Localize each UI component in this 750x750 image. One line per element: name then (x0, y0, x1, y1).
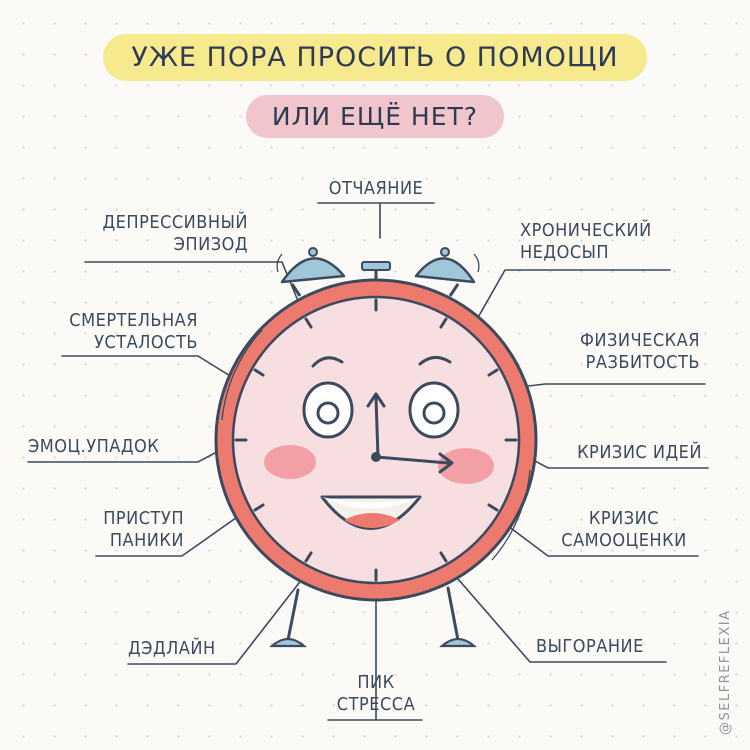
clock-face-character (264, 356, 494, 530)
label-mortal-fatigue: СМЕРТЕЛЬНАЯ УСТАЛОСТЬ (30, 310, 198, 354)
label-panic-attack: ПРИСТУП ПАНИКИ (60, 508, 184, 552)
label-depressive-episode-line1: ДЕПРЕССИВНЫЙ (102, 212, 248, 233)
leader-line-chronic-sleep (471, 269, 671, 329)
leader-line-stress-peak (327, 585, 423, 721)
title-line-1-wrap: УЖЕ ПОРА ПРОСИТЬ О ПОМОЩИ (0, 34, 750, 81)
label-panic-line1: ПРИСТУП (103, 508, 184, 529)
label-depressive-episode-line2: ЭПИЗОД (173, 234, 248, 255)
label-stress-peak-line1: ПИК (357, 672, 395, 693)
label-emotional-decline: ЭМОЦ.УПАДОК (28, 436, 160, 457)
label-self-esteem-line1: КРИЗИС (588, 508, 660, 529)
clock-bells (276, 247, 480, 297)
label-burnout: ВЫГОРАНИЕ (536, 636, 644, 657)
label-deadline: ДЭДЛАЙН (128, 638, 216, 659)
label-stress-peak-line2: СТРЕССА (336, 694, 416, 715)
label-chronic-line2: НЕДОСЫП (520, 242, 610, 263)
title-line-1: УЖЕ ПОРА ПРОСИТЬ О ПОМОЩИ (103, 34, 647, 81)
label-depressive-episode: ДЕПРЕССИВНЫЙ ЭПИЗОД (70, 212, 248, 256)
leader-lines (27, 202, 709, 721)
leader-line-panic-attack (95, 507, 251, 557)
left-cheek (264, 445, 316, 479)
clock-legs (286, 586, 460, 642)
author-credit: @SELFREFLEXIA (718, 609, 733, 736)
leader-line-physical-exhaustion (511, 383, 706, 389)
label-panic-line2: ПАНИКИ (109, 530, 184, 551)
label-physical-line1: ФИЗИЧЕСКАЯ (579, 330, 700, 351)
clock-feet (269, 637, 477, 648)
title-line-2-wrap: ИЛИ ЕЩЁ НЕТ? (0, 95, 750, 138)
label-self-esteem-crisis: КРИЗИС САМООЦЕНКИ (550, 508, 698, 552)
leader-line-despair (317, 202, 435, 239)
label-physical-line2: РАЗБИТОСТЬ (585, 352, 700, 373)
leader-line-self-esteem (499, 519, 699, 557)
label-stress-peak: ПИК СТРЕССА (326, 672, 426, 716)
title-line-2: ИЛИ ЕЩЁ НЕТ? (245, 95, 505, 138)
label-mortal-fatigue-line1: СМЕРТЕЛЬНАЯ (69, 310, 198, 331)
label-chronic-sleep-deprivation: ХРОНИЧЕСКИЙ НЕДОСЫП (520, 220, 652, 264)
leader-line-deadline (127, 573, 307, 665)
label-idea-crisis: КРИЗИС ИДЕЙ (577, 442, 702, 463)
label-self-esteem-line2: САМООЦЕНКИ (561, 530, 687, 551)
label-chronic-line1: ХРОНИЧЕСКИЙ (520, 220, 652, 241)
label-physical-exhaustion: ФИЗИЧЕСКАЯ РАЗБИТОСТЬ (520, 330, 700, 374)
leader-line-mortal-fatigue (61, 355, 241, 383)
leader-line-burnout (451, 571, 667, 663)
label-despair: ОТЧАЯНИЕ (328, 178, 424, 199)
label-mortal-fatigue-line2: УСТАЛОСТЬ (94, 332, 198, 353)
clock-ticks (234, 298, 518, 582)
right-cheek (438, 448, 494, 484)
leader-line-depressive-episode (84, 261, 306, 319)
